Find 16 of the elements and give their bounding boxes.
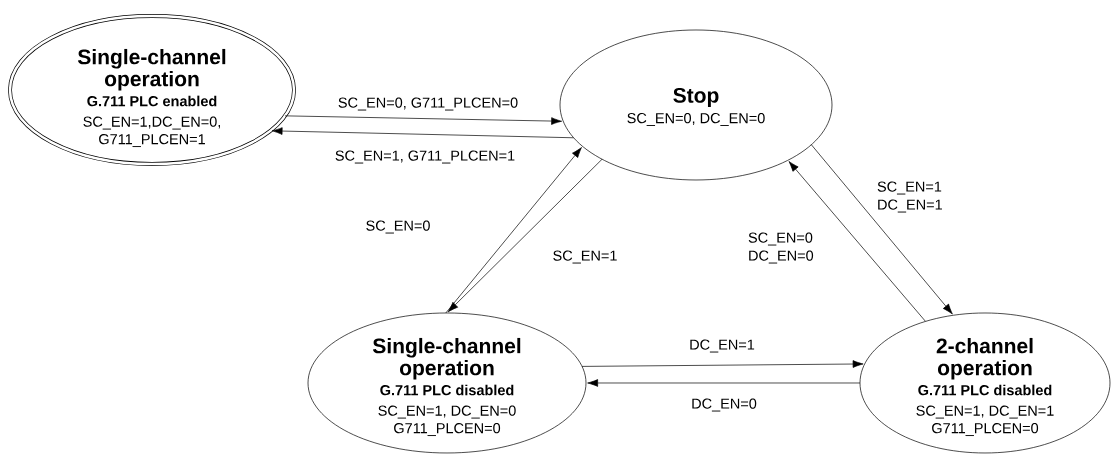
edge-label: SC_EN=0 DC_EN=0 <box>747 231 819 265</box>
transition-arrow <box>581 360 864 368</box>
transition-arrow <box>587 379 861 387</box>
edge-label: SC_EN=1, G711_PLCEN=1 <box>333 149 517 165</box>
transition-arrow <box>271 127 575 139</box>
edge-label: DC_EN=0 <box>690 397 758 413</box>
edge-label: SC_EN=0, G711_PLCEN=0 <box>336 96 520 112</box>
edge-label: SC_EN=1 DC_EN=1 <box>876 180 948 214</box>
edge-label: DC_EN=1 <box>688 338 756 354</box>
edge-label: SC_EN=0 <box>364 219 432 235</box>
transition-arrow <box>284 115 562 125</box>
transition-arrow <box>447 158 603 313</box>
transition-arrow <box>788 161 926 322</box>
transition-arrow <box>811 144 953 315</box>
transition-arrow <box>445 147 582 314</box>
edge-label: SC_EN=1 <box>551 249 619 265</box>
